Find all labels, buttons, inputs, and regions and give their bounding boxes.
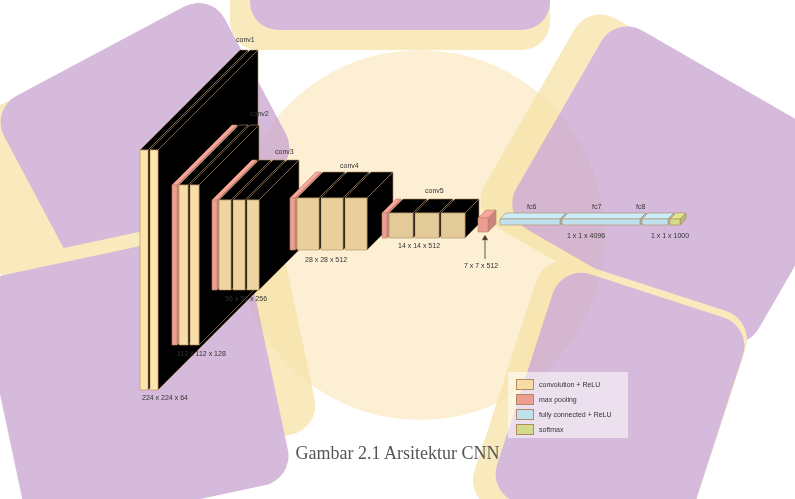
convolution-layer xyxy=(247,200,259,290)
legend-text: convolution + ReLU xyxy=(539,381,600,388)
convolution-layer xyxy=(465,199,479,238)
watermark-band xyxy=(250,0,550,30)
layer-name: fc6 xyxy=(527,203,536,211)
max-pooling-layer xyxy=(382,213,387,238)
layer-name: conv2 xyxy=(250,110,269,118)
legend-row: softmax xyxy=(516,424,564,435)
convolution-layer xyxy=(219,200,231,290)
max-pooling-layer xyxy=(488,210,496,232)
watermark-band xyxy=(488,265,752,499)
convolution-layer xyxy=(158,50,258,390)
max-pooling-layer xyxy=(212,200,217,290)
convolution-layer xyxy=(150,150,158,390)
layer-name: conv5 xyxy=(425,187,444,195)
legend-swatch xyxy=(516,394,534,405)
convolution-layer xyxy=(199,125,259,345)
convolution-layer xyxy=(179,185,188,345)
fully-connected-layer xyxy=(500,213,566,219)
layer-name: fc7 xyxy=(592,203,601,211)
max-pooling-layer xyxy=(478,218,488,232)
fully-connected-layer xyxy=(642,219,668,225)
convolution-layer xyxy=(345,198,367,250)
convolution-layer xyxy=(389,213,413,238)
dimension-label: 7 x 7 x 512 xyxy=(464,262,498,270)
convolution-layer xyxy=(259,160,299,290)
legend-text: max pooling xyxy=(539,396,577,403)
legend-row: convolution + ReLU xyxy=(516,379,600,390)
max-pooling-layer xyxy=(172,185,177,345)
pointer-line xyxy=(485,238,486,259)
softmax-layer xyxy=(670,219,680,225)
dimension-label: 14 x 14 x 512 xyxy=(398,242,440,250)
convolution-layer xyxy=(190,185,199,345)
convolution-layer xyxy=(441,213,465,238)
convolution-layer xyxy=(140,150,148,390)
legend-row: fully connected + ReLU xyxy=(516,409,612,420)
convolution-layer xyxy=(321,198,343,250)
dimension-label: 224 x 224 x 64 xyxy=(142,394,188,402)
legend-text: fully connected + ReLU xyxy=(539,411,612,418)
softmax-layer xyxy=(680,213,686,225)
legend-text: softmax xyxy=(539,426,564,433)
layer-name: conv3 xyxy=(275,148,294,156)
dimension-label: 28 x 28 x 512 xyxy=(305,256,347,264)
convolution-layer xyxy=(297,198,319,250)
dimension-label: 1 x 1 x 1000 xyxy=(651,232,689,240)
max-pooling-layer xyxy=(290,198,295,250)
layer-name: conv1 xyxy=(236,36,255,44)
convolution-layer xyxy=(233,200,245,290)
layer-name: fc8 xyxy=(636,203,645,211)
convolution-layer xyxy=(415,213,439,238)
legend-swatch xyxy=(516,379,534,390)
legend-row: max pooling xyxy=(516,394,577,405)
fully-connected-layer xyxy=(500,219,560,225)
dimension-label: 112 x 112 x 128 xyxy=(177,350,226,358)
figure-caption: Gambar 2.1 Arsitektur CNN xyxy=(0,443,795,464)
layer-name: conv4 xyxy=(340,162,359,170)
legend-ground xyxy=(508,372,628,438)
pointer-head xyxy=(482,235,488,240)
fully-connected-layer xyxy=(562,219,640,225)
fully-connected-layer xyxy=(562,213,646,219)
dimension-label: 56 x 56 x 256 xyxy=(225,295,267,303)
watermark-band xyxy=(465,252,755,499)
legend-swatch xyxy=(516,409,534,420)
legend-swatch xyxy=(516,424,534,435)
dimension-label: 1 x 1 x 4096 xyxy=(567,232,605,240)
